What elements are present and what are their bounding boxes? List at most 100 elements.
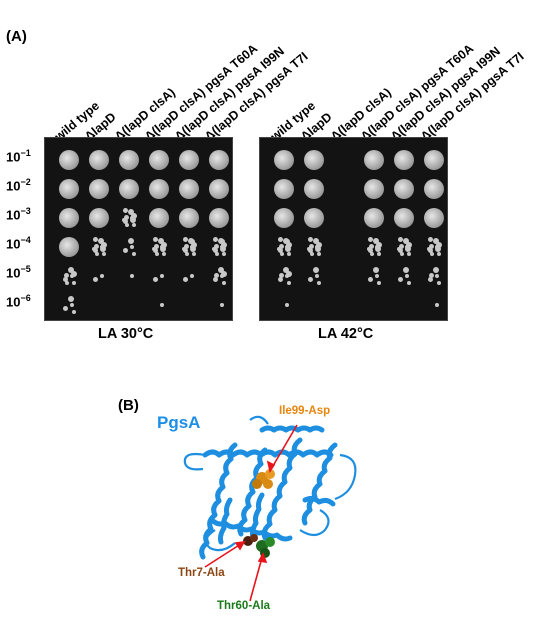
- colony-spot: [398, 248, 404, 254]
- colony-spot: [287, 281, 292, 286]
- colony-spot: [189, 246, 196, 253]
- colony-spot: [274, 208, 294, 228]
- colony-spot: [282, 267, 289, 274]
- colony-spot: [213, 277, 219, 283]
- colony-spot: [217, 267, 224, 274]
- colony-spot: [131, 213, 138, 220]
- colony-spot: [125, 222, 130, 227]
- dilution-base: 10: [6, 265, 21, 281]
- colony-spot: [182, 246, 187, 251]
- colony-spot: [152, 246, 157, 251]
- panel-b-label: (B): [118, 397, 139, 414]
- colony-spot: [89, 179, 109, 199]
- colony-spot: [99, 246, 106, 253]
- colony-spot: [59, 237, 79, 257]
- colony-spot: [222, 252, 227, 257]
- colony-spot: [402, 238, 409, 245]
- colony-spot: [372, 238, 379, 245]
- colony-spot: [64, 273, 70, 279]
- colony-spot: [149, 208, 169, 228]
- colony-spot: [304, 150, 324, 170]
- colony-spot: [407, 252, 412, 257]
- loops: [183, 415, 357, 552]
- colony-spot: [308, 248, 314, 254]
- colony-spot: [122, 217, 127, 222]
- colony-spot: [101, 242, 108, 249]
- colony-spot: [160, 303, 164, 307]
- colony-spot: [307, 246, 312, 251]
- dilution-exponent: −5: [20, 264, 31, 274]
- colony-spot: [132, 252, 137, 257]
- colony-spot: [212, 246, 217, 251]
- colony-spot: [119, 179, 139, 199]
- colony-spot: [209, 208, 229, 228]
- colony-spot: [149, 179, 169, 199]
- colony-spot: [160, 274, 164, 278]
- panel-a-label: (A): [6, 28, 27, 45]
- colony-spot: [367, 246, 372, 251]
- dilution-label: 10−2: [6, 177, 31, 193]
- dilution-label: 10−5: [6, 264, 31, 280]
- colony-spot: [434, 246, 441, 253]
- colony-spot: [307, 237, 313, 242]
- colony-spot: [394, 150, 414, 170]
- colony-spot: [372, 267, 379, 274]
- colony-spot: [213, 248, 219, 254]
- colony-spot: [191, 242, 198, 249]
- colony-spot: [95, 251, 100, 256]
- colony-spot: [70, 303, 74, 307]
- annotation-thr60: Thr60-Ala: [217, 600, 271, 612]
- colony-spot: [310, 251, 315, 256]
- colony-spot: [280, 251, 285, 256]
- dilution-exponent: −2: [20, 177, 31, 187]
- colony-spot: [364, 179, 384, 199]
- colony-spot: [209, 150, 229, 170]
- colony-spot: [179, 208, 199, 228]
- colony-spot: [179, 150, 199, 170]
- colony-spot: [308, 277, 314, 283]
- annotation-thr7: Thr7-Ala: [178, 567, 225, 579]
- colony-spot: [427, 246, 432, 251]
- colony-spot: [432, 267, 439, 274]
- colony-spot: [316, 242, 323, 249]
- colony-spot: [153, 248, 159, 254]
- colony-spot: [127, 238, 134, 245]
- dilution-exponent: −1: [20, 148, 31, 158]
- colony-spot: [192, 252, 197, 257]
- annotation-arrows: [204, 424, 298, 602]
- colony-spot: [377, 252, 382, 257]
- colony-spot: [59, 150, 79, 170]
- colony-spot: [123, 248, 129, 254]
- colony-spot: [153, 277, 159, 283]
- colony-spot: [189, 238, 195, 244]
- colony-spot: [219, 246, 226, 253]
- protein-name: PgsA: [157, 413, 201, 432]
- colony-spot: [437, 252, 442, 257]
- plate-42c: [259, 137, 448, 321]
- colony-spot: [92, 237, 98, 242]
- colony-spot: [130, 274, 134, 278]
- colony-spot: [317, 281, 322, 286]
- colony-spot: [130, 245, 134, 249]
- colony-spot: [119, 150, 139, 170]
- colony-spot: [214, 273, 220, 279]
- colony-spot: [369, 244, 375, 250]
- colony-spot: [277, 237, 283, 242]
- colony-spot: [314, 246, 321, 253]
- colony-spot: [279, 273, 285, 279]
- colony-spot: [427, 237, 433, 242]
- colony-spot: [377, 281, 382, 286]
- colony-spot: [149, 150, 169, 170]
- colony-spot: [221, 242, 228, 249]
- colony-spot: [184, 244, 190, 250]
- dilution-label: 10−4: [6, 235, 31, 251]
- colony-spot: [394, 179, 414, 199]
- colony-spot: [284, 246, 291, 253]
- dilution-exponent: −3: [20, 206, 31, 216]
- colony-spot: [286, 271, 293, 278]
- colony-spot: [277, 246, 282, 251]
- colony-spot: [72, 310, 77, 315]
- colony-spot: [154, 244, 160, 250]
- dilution-base: 10: [6, 294, 21, 310]
- colony-spot: [278, 248, 284, 254]
